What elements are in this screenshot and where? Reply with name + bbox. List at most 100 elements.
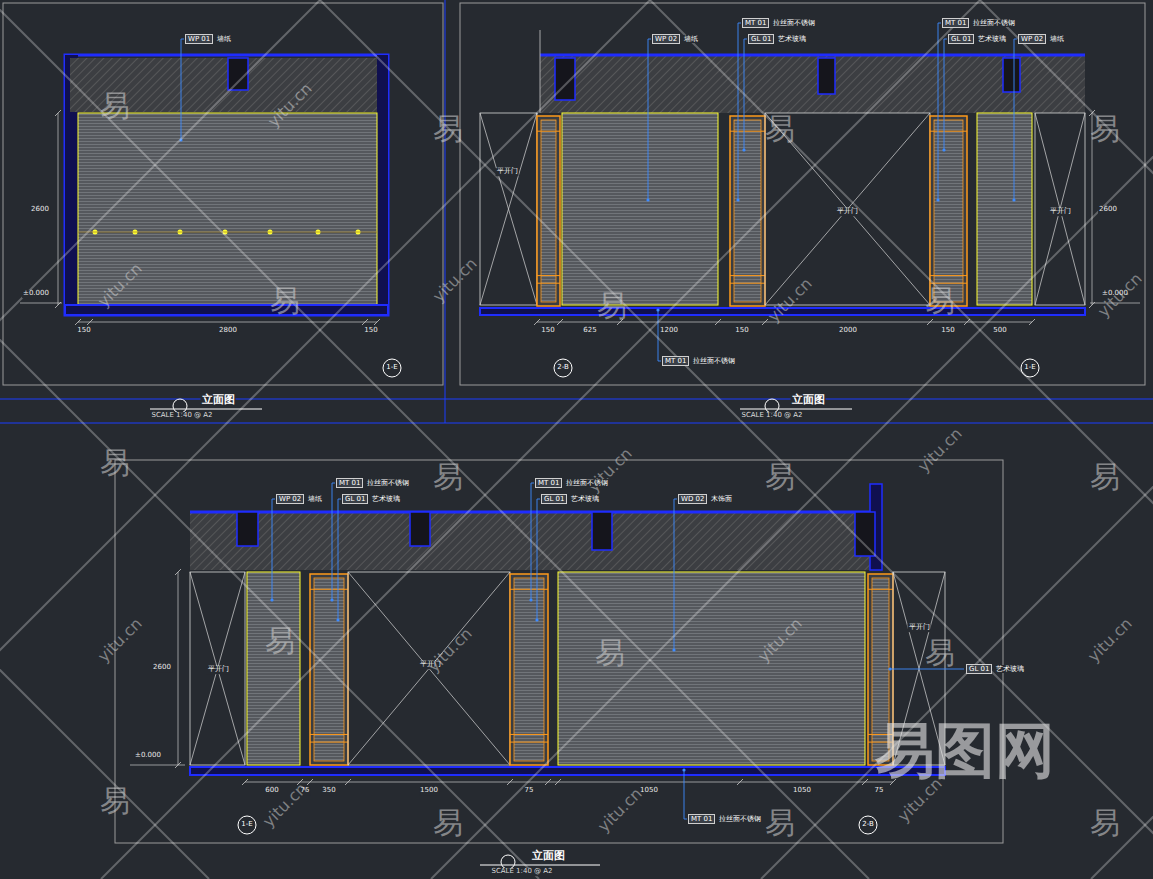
watermark-line xyxy=(0,0,539,879)
wall-panel xyxy=(977,113,1032,305)
watermark: 易 xyxy=(270,284,300,317)
column-band xyxy=(510,589,548,590)
leader-dot xyxy=(529,598,532,601)
leader-dot xyxy=(535,618,538,621)
column-band xyxy=(310,734,348,735)
material-tag: MT 01拉丝面不锈钢 xyxy=(662,356,736,366)
panel-frame xyxy=(115,460,1003,843)
dimension-tick xyxy=(555,779,561,785)
leader-line xyxy=(738,23,741,24)
watermark: 易 xyxy=(1090,112,1120,145)
sheet-divider xyxy=(0,423,1153,424)
column-band xyxy=(510,734,548,735)
leader-dot xyxy=(942,148,945,151)
drawing-title: 立面图 xyxy=(791,394,826,406)
leader-line xyxy=(658,310,659,361)
material-code: MT 01 xyxy=(742,18,769,28)
watermark-line xyxy=(761,0,1153,879)
dimension: 1050 xyxy=(792,787,812,795)
material-tag: WP 02墙纸 xyxy=(1018,34,1065,44)
column-band xyxy=(537,275,560,276)
beam-section xyxy=(410,512,430,546)
watermark-line xyxy=(320,0,1153,879)
dimension: 2600 xyxy=(1098,206,1118,214)
watermark: 易 xyxy=(765,112,795,145)
material-tag: GL 01艺术玻璃 xyxy=(748,34,807,44)
column-band xyxy=(730,275,765,276)
door-opening xyxy=(348,572,510,765)
material-name: 拉丝面不锈钢 xyxy=(772,19,816,27)
watermark: 易 xyxy=(1090,460,1120,493)
leader-line xyxy=(338,499,341,500)
door-cross xyxy=(348,572,510,765)
dimension-tick xyxy=(307,779,313,785)
material-code: GL 01 xyxy=(966,664,992,674)
material-name: 木饰面 xyxy=(710,495,733,503)
callout-circle xyxy=(383,359,401,377)
dimension: 625 xyxy=(582,327,597,335)
title-marker xyxy=(173,399,187,413)
material-name: 墙纸 xyxy=(1049,35,1065,43)
material-code: WP 02 xyxy=(276,494,304,504)
material-name: 拉丝面不锈钢 xyxy=(718,815,762,823)
dimension-tick xyxy=(1029,319,1035,325)
dimension: 150 xyxy=(734,327,749,335)
beam-section xyxy=(855,512,875,556)
title-underline xyxy=(480,865,600,866)
watermark: yitu.cn xyxy=(95,260,146,311)
column-band xyxy=(537,283,560,284)
watermark: yitu.cn xyxy=(1085,615,1136,666)
door-label: 平开门 xyxy=(1049,208,1072,216)
material-name: 墙纸 xyxy=(307,495,323,503)
scale-note: SCALE 1:40 @ A2 xyxy=(150,412,213,420)
leader-line xyxy=(674,499,677,500)
panel-frame xyxy=(460,3,1145,385)
watermark: 易 xyxy=(265,624,295,657)
level-line xyxy=(130,765,185,766)
door-cross xyxy=(190,572,245,765)
dimension-tick xyxy=(362,319,368,325)
material-tag: GL 01艺术玻璃 xyxy=(342,494,401,504)
ceiling-hatch xyxy=(540,55,1085,113)
material-name: 艺术玻璃 xyxy=(995,665,1025,673)
dimension: ±0.000 xyxy=(22,290,50,298)
watermark: yitu.cn xyxy=(265,80,316,131)
door-label: 平开门 xyxy=(207,666,230,674)
dimension: 1200 xyxy=(659,327,679,335)
watermark: 易 xyxy=(765,806,795,839)
dimension: 500 xyxy=(992,327,1007,335)
leader-dot xyxy=(672,648,675,651)
column-band xyxy=(930,131,967,132)
material-name: 艺术玻璃 xyxy=(570,495,600,503)
watermark: 易 xyxy=(765,460,795,493)
leader-dot xyxy=(888,667,891,670)
watermark: yitu.cn xyxy=(430,255,481,306)
material-code: MT 01 xyxy=(688,814,715,824)
steel-column xyxy=(510,574,548,765)
dimension: 75 xyxy=(874,787,885,795)
leader-line xyxy=(674,499,675,650)
material-name: 拉丝面不锈钢 xyxy=(972,19,1016,27)
watermark-line xyxy=(0,0,209,879)
column-band xyxy=(730,283,765,284)
leader-line xyxy=(272,499,273,600)
door-opening xyxy=(1035,113,1085,305)
column-band xyxy=(730,131,765,132)
slab-edge xyxy=(190,511,880,514)
leader-dot xyxy=(646,198,649,201)
material-code: MT 01 xyxy=(336,478,363,488)
watermark-line xyxy=(0,0,320,879)
dimension-tick xyxy=(762,319,768,325)
leader-line xyxy=(181,39,182,140)
watermark: yitu.cn xyxy=(755,615,806,666)
dimension-line xyxy=(245,782,893,783)
leader-line xyxy=(332,483,335,484)
watermark: yitu.cn xyxy=(595,785,646,836)
slab-edge xyxy=(540,54,1085,57)
watermark-line xyxy=(0,0,650,879)
dimension-tick xyxy=(507,779,513,785)
column-band xyxy=(510,742,548,743)
dimension-tick xyxy=(175,569,181,575)
drawing-title: 立面图 xyxy=(531,850,566,862)
leader-dot xyxy=(936,198,939,201)
